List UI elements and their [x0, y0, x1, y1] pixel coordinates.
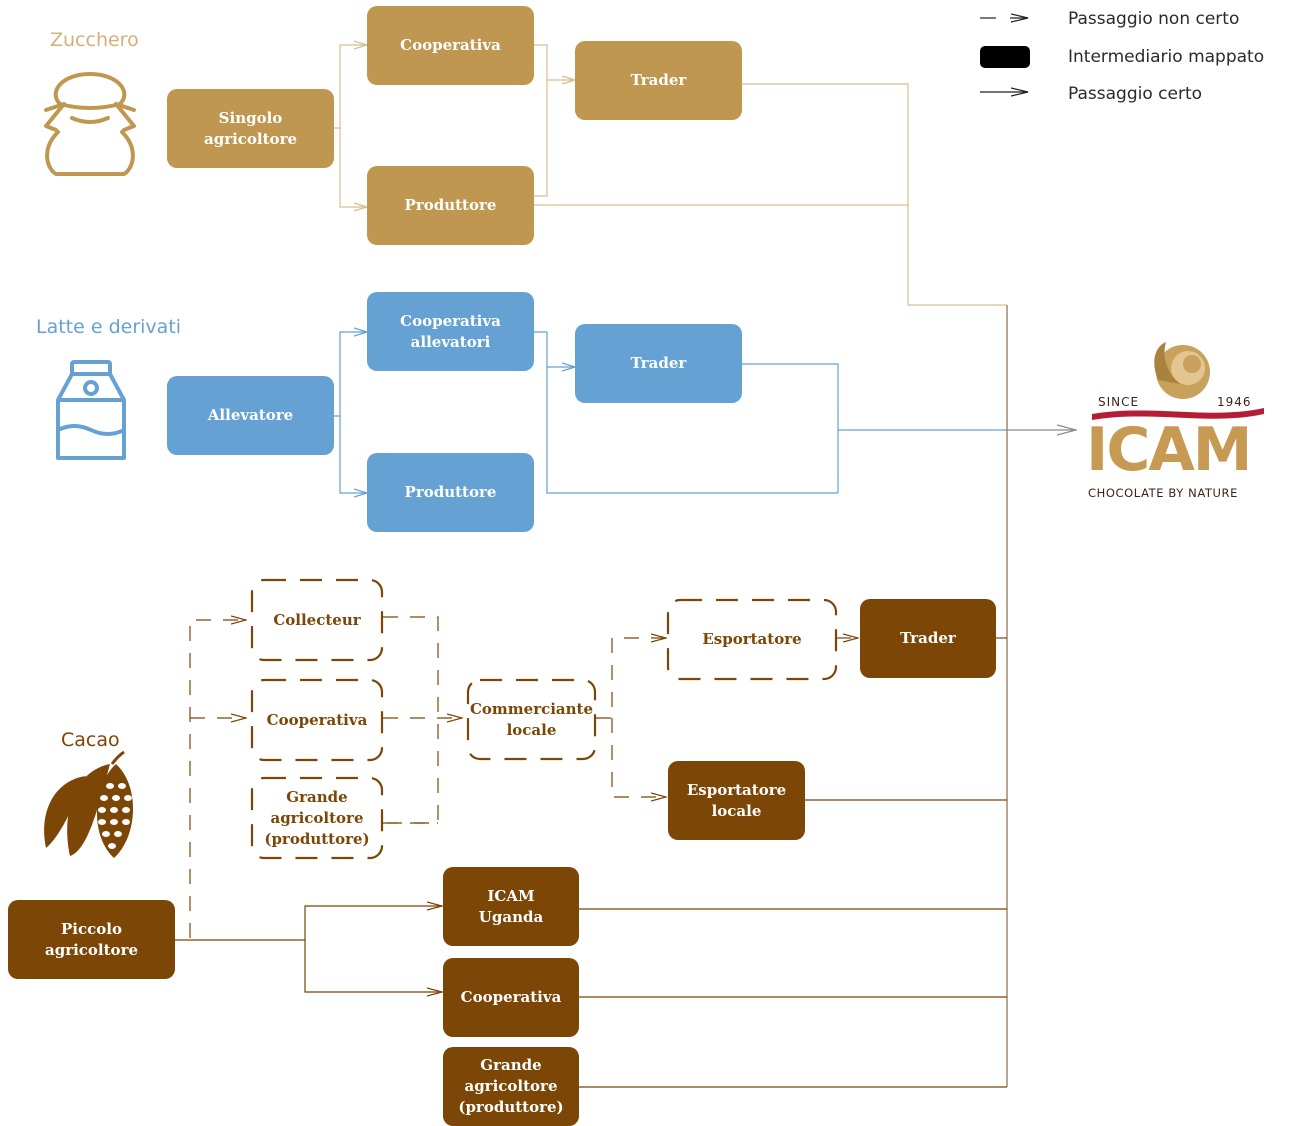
sugar-producer-node[interactable]: Produttore	[367, 166, 534, 245]
logo-tagline: CHOCOLATE BY NATURE	[1088, 486, 1239, 500]
cocoa-big-farmer-node[interactable]: Grande agricoltore (produttore)	[443, 1047, 579, 1126]
cocoa-cooperative-uncertain-node[interactable]: Cooperativa	[266, 710, 368, 729]
legend-graphics	[980, 18, 1030, 92]
cocoa-pod-icon	[44, 750, 134, 858]
milk-category-label: Latte e derivati	[36, 316, 182, 338]
trunk-connectors	[1006, 305, 1076, 1087]
sugar-connectors	[334, 45, 1007, 306]
sugar-cooperative-node[interactable]: Cooperativa	[367, 6, 534, 85]
cocoa-cooperative-node[interactable]: Cooperativa	[443, 958, 579, 1037]
milk-trader-node[interactable]: Trader	[575, 324, 742, 403]
cocoa-local-exporter-node[interactable]: Esportatore locale	[668, 761, 805, 840]
cocoa-local-trader-node[interactable]: Commerciante locale	[469, 699, 594, 739]
sugar-trader-node[interactable]: Trader	[575, 41, 742, 120]
cocoa-big-farmer-uncertain-node[interactable]: Grande agricoltore (produttore)	[264, 787, 370, 848]
cocoa-trader-node[interactable]: Trader	[860, 599, 996, 678]
cocoa-uncertain-connectors	[189, 617, 858, 938]
milk-breeder-node[interactable]: Allevatore	[167, 376, 334, 455]
uncertain-node-outlines	[250, 578, 838, 860]
logo-name: ICAM	[1086, 415, 1252, 485]
legend-certain-label: Passaggio certo	[1068, 84, 1203, 104]
icam-logo-mark	[1092, 342, 1264, 420]
milk-producer-node[interactable]: Produttore	[367, 453, 534, 532]
sugar-sack-icon	[44, 72, 136, 176]
legend-mapped-label: Intermediario mappato	[1068, 47, 1265, 67]
milk-connectors	[334, 332, 1007, 493]
logo-year: 1946	[1217, 395, 1252, 409]
sugar-category-label: Zucchero	[50, 29, 139, 51]
cocoa-icam-uganda-node[interactable]: ICAM Uganda	[443, 867, 579, 946]
cocoa-certain-connectors	[175, 637, 1007, 1088]
milk-cooperative-node[interactable]: Cooperativa allevatori	[367, 292, 534, 371]
milk-carton-icon	[56, 360, 126, 460]
logo-since: SINCE	[1098, 395, 1140, 409]
sugar-farmer-node[interactable]: Singolo agricoltore	[167, 89, 334, 168]
cocoa-collecteur-node[interactable]: Collecteur	[273, 610, 361, 629]
cocoa-category-label: Cacao	[61, 729, 120, 751]
legend-uncertain-label: Passaggio non certo	[1068, 9, 1240, 29]
cocoa-exporter-uncertain-node[interactable]: Esportatore	[702, 630, 802, 648]
cocoa-small-farmer-node[interactable]: Piccolo agricoltore	[8, 900, 175, 979]
